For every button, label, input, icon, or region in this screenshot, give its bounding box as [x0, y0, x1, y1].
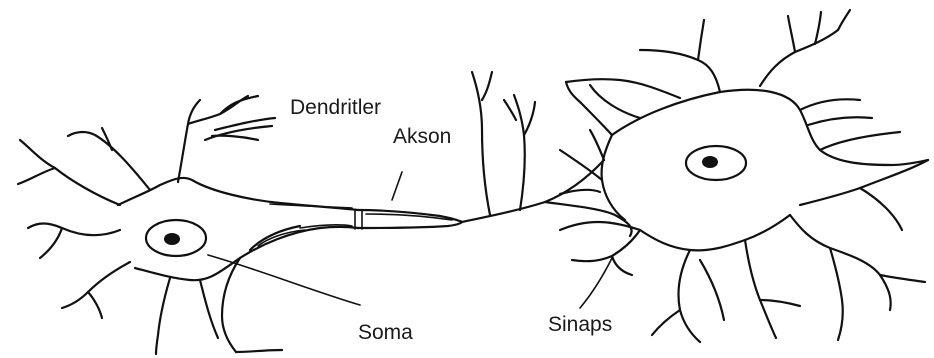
- middle-dendrites: [472, 72, 535, 215]
- label-dendrites: Dendritler: [290, 97, 381, 118]
- right-dendrite-17: [745, 240, 776, 338]
- right-dendrite-5: [815, 12, 821, 44]
- left-soma-upper-contour: [118, 178, 358, 210]
- right-dendrite-15: [880, 275, 925, 282]
- axon-terminal-branch-1: [545, 202, 632, 236]
- right-dendrite-16: [830, 248, 843, 340]
- label-soma: Soma: [358, 322, 413, 343]
- soma-leader-line: [208, 255, 360, 305]
- left-dendrite-17: [222, 258, 240, 352]
- mid-dendrite-1: [472, 72, 490, 215]
- right-nucleolus: [702, 156, 718, 168]
- axon-sheath-left-upper: [270, 204, 352, 208]
- axon-terminal-branch-2: [590, 130, 604, 160]
- right-dendrite-2: [698, 20, 704, 60]
- left-dendrite-5: [28, 224, 120, 236]
- left-dendrite-10: [200, 280, 218, 338]
- right-dendrite-12: [820, 132, 900, 150]
- left-nucleolus: [164, 233, 180, 245]
- right-dendrite-18: [760, 300, 800, 306]
- mid-dendrite-4: [524, 102, 535, 135]
- right-dendrite-4: [788, 16, 795, 52]
- left-dendrite-4: [102, 128, 112, 150]
- right-dendrite-11: [808, 117, 872, 125]
- label-synapse: Sinaps: [548, 314, 612, 335]
- left-dendrite-11: [178, 100, 200, 182]
- left-dendrite-16: [212, 136, 258, 140]
- left-dendrite-15: [215, 118, 275, 130]
- axon-lower-edge: [358, 222, 462, 228]
- right-dendrite-24: [560, 150, 602, 180]
- left-dendrite-20: [236, 350, 282, 352]
- akson-leader-line: [392, 172, 402, 200]
- right-dendrite-10: [800, 99, 860, 110]
- right-dendrite-3: [760, 30, 838, 86]
- label-axon: Akson: [393, 126, 451, 147]
- right-dendrite-9: [566, 79, 680, 98]
- right-dendrite-19: [678, 250, 700, 342]
- left-dendrite-9: [156, 278, 170, 354]
- right-dendrite-20: [652, 310, 680, 335]
- mid-dendrite-3: [514, 95, 525, 210]
- left-dendrite-8: [88, 292, 102, 318]
- right-dendrite-1: [640, 50, 720, 92]
- sinaps-leader-line: [580, 258, 612, 308]
- right-dendrite-26: [612, 256, 632, 275]
- right-dendrite-14: [860, 188, 902, 230]
- right-dendrite-6: [838, 10, 850, 30]
- right-dendrite-7: [566, 82, 612, 135]
- mid-dendrite-5: [504, 100, 516, 120]
- left-neuron: [18, 96, 358, 354]
- left-dendrite-14: [205, 126, 272, 140]
- left-dendrite-1: [20, 140, 120, 205]
- right-neuron: [560, 10, 928, 342]
- left-dendrite-2: [18, 168, 55, 184]
- right-dendrite-13: [800, 160, 928, 205]
- right-dendrite-8: [590, 85, 640, 118]
- right-dendrite-23: [602, 135, 625, 220]
- right-soma-contour: [612, 90, 928, 165]
- right-soma-bottom: [640, 215, 790, 250]
- left-dendrite-6: [40, 228, 62, 258]
- mid-dendrite-2: [482, 72, 492, 100]
- right-dendrite-21: [700, 260, 724, 320]
